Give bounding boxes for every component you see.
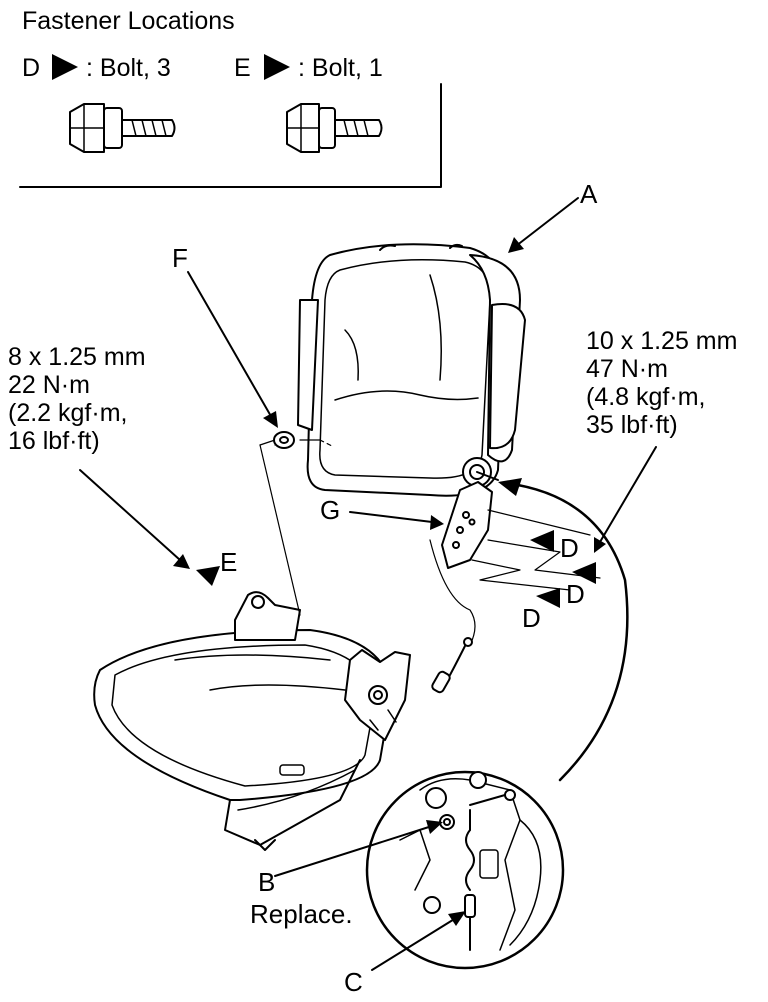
callout-d-2: D <box>566 579 585 609</box>
torque-left-size: 8 x 1.25 mm <box>8 343 146 371</box>
callout-d-3: D <box>522 603 541 633</box>
torque-right-kgfm: (4.8 kgf·m, <box>586 383 706 411</box>
marker-e-header <box>264 54 290 80</box>
callout-b: B <box>258 867 276 897</box>
torque-right-size: 10 x 1.25 mm <box>586 327 738 355</box>
torque-right-lbfft: 35 lbf·ft) <box>586 411 678 439</box>
seat-cushion <box>93 591 411 851</box>
nut-f <box>273 431 295 449</box>
fastener-e-letter: E <box>234 54 251 82</box>
seat-back <box>297 243 526 497</box>
torque-left-lbfft: 16 lbf·ft) <box>8 427 100 455</box>
torque-left-nm: 22 N·m <box>8 371 90 399</box>
marker-e-seat <box>196 566 220 586</box>
leader-arrows <box>79 197 657 971</box>
marker-d-2 <box>572 562 596 584</box>
hinge-plate <box>441 481 493 569</box>
torque-right-nm: 47 N·m <box>586 355 668 383</box>
callout-a: A <box>580 179 598 209</box>
release-cable <box>431 637 473 694</box>
torque-spec-left: 8 x 1.25 mm 22 N·m (2.2 kgf·m, 16 lbf·ft… <box>8 343 146 455</box>
fastener-e-desc: : Bolt, 1 <box>298 54 383 82</box>
callout-c: C <box>344 967 363 997</box>
bolt-e-icon <box>286 103 383 153</box>
torque-spec-right: 10 x 1.25 mm 47 N·m (4.8 kgf·m, 35 lbf·f… <box>586 327 737 439</box>
bolt-d-icon <box>69 103 176 153</box>
callout-d-1: D <box>560 533 579 563</box>
fastener-locations-title: Fastener Locations <box>22 7 235 35</box>
callout-e: E <box>220 547 238 577</box>
fastener-markers <box>52 54 596 608</box>
fastener-d-desc: : Bolt, 3 <box>86 54 171 82</box>
detail-curve-line <box>503 481 629 782</box>
callout-g: G <box>320 495 341 525</box>
fastener-d-letter: D <box>22 54 41 82</box>
marker-d-header <box>52 54 78 80</box>
detail-curve-arrowhead <box>498 478 522 496</box>
marker-d-1 <box>530 530 554 552</box>
callout-f: F <box>172 243 188 273</box>
torque-left-kgfm: (2.2 kgf·m, <box>8 399 128 427</box>
fastener-box-border <box>19 83 442 188</box>
marker-d-3 <box>536 588 560 608</box>
detail-circle <box>365 770 565 970</box>
callout-b-note: Replace. <box>250 899 353 929</box>
